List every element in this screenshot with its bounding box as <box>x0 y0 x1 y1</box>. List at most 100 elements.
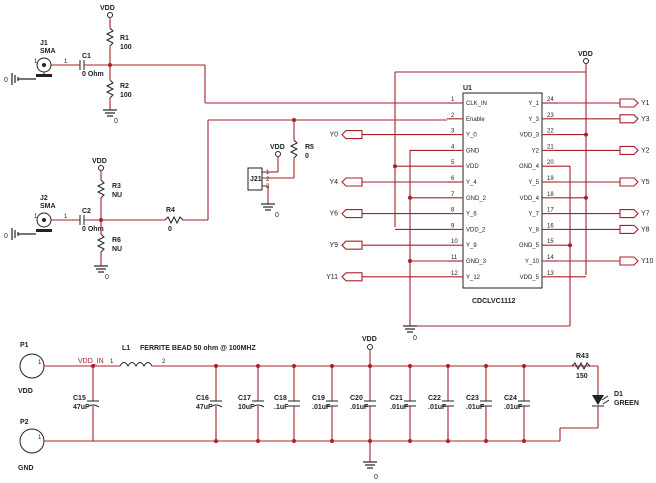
j21-ref: J21 <box>250 176 262 183</box>
output-port-right-label: Y3 <box>641 116 650 123</box>
u1-vdd-label: VDD <box>578 51 593 58</box>
p2-pin: 1 <box>38 435 42 441</box>
u1-vdd-junction <box>393 164 397 169</box>
j21-pin-2: 2 <box>266 177 270 183</box>
u1-right-pin-name: Y_5 <box>528 180 539 186</box>
l1-pin2: 2 <box>162 359 166 365</box>
p1-net: VDD <box>18 388 33 395</box>
cap-ref: C24 <box>504 395 517 402</box>
cap-junction <box>214 364 218 368</box>
cap-junction <box>256 364 260 368</box>
u1-left-pin-number: 7 <box>451 192 455 198</box>
u1-left-pin-name: CLK_IN <box>466 101 487 107</box>
capacitor-c20: C20.01uF <box>350 364 376 443</box>
u1-left-pin-number: 11 <box>451 255 458 261</box>
j21-gnd-label: 0 <box>275 212 279 219</box>
r5-resistor: R5 0 <box>262 120 314 179</box>
output-port-left-label: Y6 <box>329 211 338 218</box>
u1-right-pin-name: Y2 <box>532 148 540 154</box>
cap-plate-curved <box>209 404 223 408</box>
l1-ref: L1 <box>122 345 130 352</box>
output-port-right <box>619 209 639 219</box>
cap-junction <box>292 364 296 368</box>
d1-led: D1 GREEN <box>592 366 639 428</box>
u1-gnd-junction <box>408 195 412 200</box>
cap-plate-curved <box>86 404 100 408</box>
output-port-right <box>619 224 639 234</box>
cap-junction <box>330 439 334 443</box>
cap-ref: C18 <box>274 395 287 402</box>
r4-value: 0 <box>168 226 172 233</box>
u1-right-pin-number: 24 <box>547 97 554 103</box>
cap-junction <box>214 439 218 443</box>
p2-connector: P2 GND 1 <box>18 419 45 472</box>
cap-junction <box>484 364 488 368</box>
p2-ref: P2 <box>20 419 29 426</box>
u1-left-pin-number: 5 <box>451 160 455 166</box>
u1-right-pin-name: GND_5 <box>519 243 540 249</box>
u1-left-pin-number: 3 <box>451 129 455 135</box>
r43-ref: R43 <box>576 353 589 360</box>
cap-ref: C15 <box>73 395 86 402</box>
cap-junction <box>408 364 412 368</box>
output-port-right-label: Y8 <box>641 226 650 233</box>
u1-right-pin-name: VDD_3 <box>520 133 540 139</box>
cap-junction <box>446 439 450 443</box>
cap-ref: C16 <box>196 395 209 402</box>
p1-connector: P1 VDD 1 <box>18 342 45 395</box>
j1-connector: J1 SMA 1 0 <box>4 40 56 85</box>
u1-left-pin-name: Y_4 <box>466 180 477 186</box>
j2-pin-label: 1 <box>34 214 38 220</box>
p2-net: GND <box>18 465 34 472</box>
r2-resistor: R2 100 0 <box>103 65 132 125</box>
u1-right-pin-number: 17 <box>547 208 554 214</box>
output-port-left-label: Y4 <box>329 179 338 186</box>
u1-right-pin-name: Y_8 <box>528 227 539 233</box>
output-port-right-label: Y5 <box>641 179 650 186</box>
j1-gnd-label: 0 <box>4 77 8 84</box>
l1-ferrite-bead: L1 FERRITE BEAD 50 ohm @ 100MHZ 1 2 <box>110 345 256 368</box>
cap-value: .01uF <box>390 404 409 411</box>
r6-ground-symbol <box>94 265 108 273</box>
u1-left-pin-number: 10 <box>451 239 458 245</box>
u1-right-pin-number: 21 <box>547 144 554 150</box>
u1-gnd-label: 0 <box>413 335 417 342</box>
c2-pin1: 1 <box>64 214 68 220</box>
power-gnd-tap: 0 <box>363 441 378 481</box>
u1-right-pin-number: 14 <box>547 255 554 261</box>
r4-ref: R4 <box>166 207 175 214</box>
u1-left-pin-number: 1 <box>451 97 455 103</box>
j2-gnd-label: 0 <box>4 233 8 240</box>
r6-gnd-label: 0 <box>105 274 109 281</box>
r43-value: 150 <box>576 373 588 380</box>
cap-ref: C23 <box>466 395 479 402</box>
u1-left-pin-name: GND_2 <box>466 196 487 202</box>
u1-right-pin-number: 19 <box>547 176 554 182</box>
capacitor-c18: C18.1uF <box>274 364 300 443</box>
u1-vdd-rail: VDD <box>394 51 593 275</box>
cap-junction <box>522 439 526 443</box>
u1-right-pin-number: 20 <box>547 160 554 166</box>
capacitor-c23: C23.01uF <box>466 364 492 443</box>
r6-resistor: R6 NU 0 <box>94 220 122 281</box>
r3-value: NU <box>112 192 122 199</box>
output-port-right-label: Y2 <box>641 147 650 154</box>
cap-ref: C20 <box>350 395 363 402</box>
c1-ref: C1 <box>82 53 91 60</box>
cap-ref: C17 <box>238 395 251 402</box>
cap-junction <box>330 364 334 368</box>
j1-ground-symbol <box>11 73 36 85</box>
c1-pin1: 1 <box>64 59 68 65</box>
c2-value: 0 Ohm <box>82 226 104 233</box>
cap-junction <box>292 439 296 443</box>
p1-pin: 1 <box>38 360 42 366</box>
r5-ref: R5 <box>305 144 314 151</box>
u1-left-pin-number: 4 <box>451 144 455 150</box>
output-port-right <box>619 98 639 108</box>
output-port-left <box>341 240 363 250</box>
cap-junction <box>522 364 526 368</box>
